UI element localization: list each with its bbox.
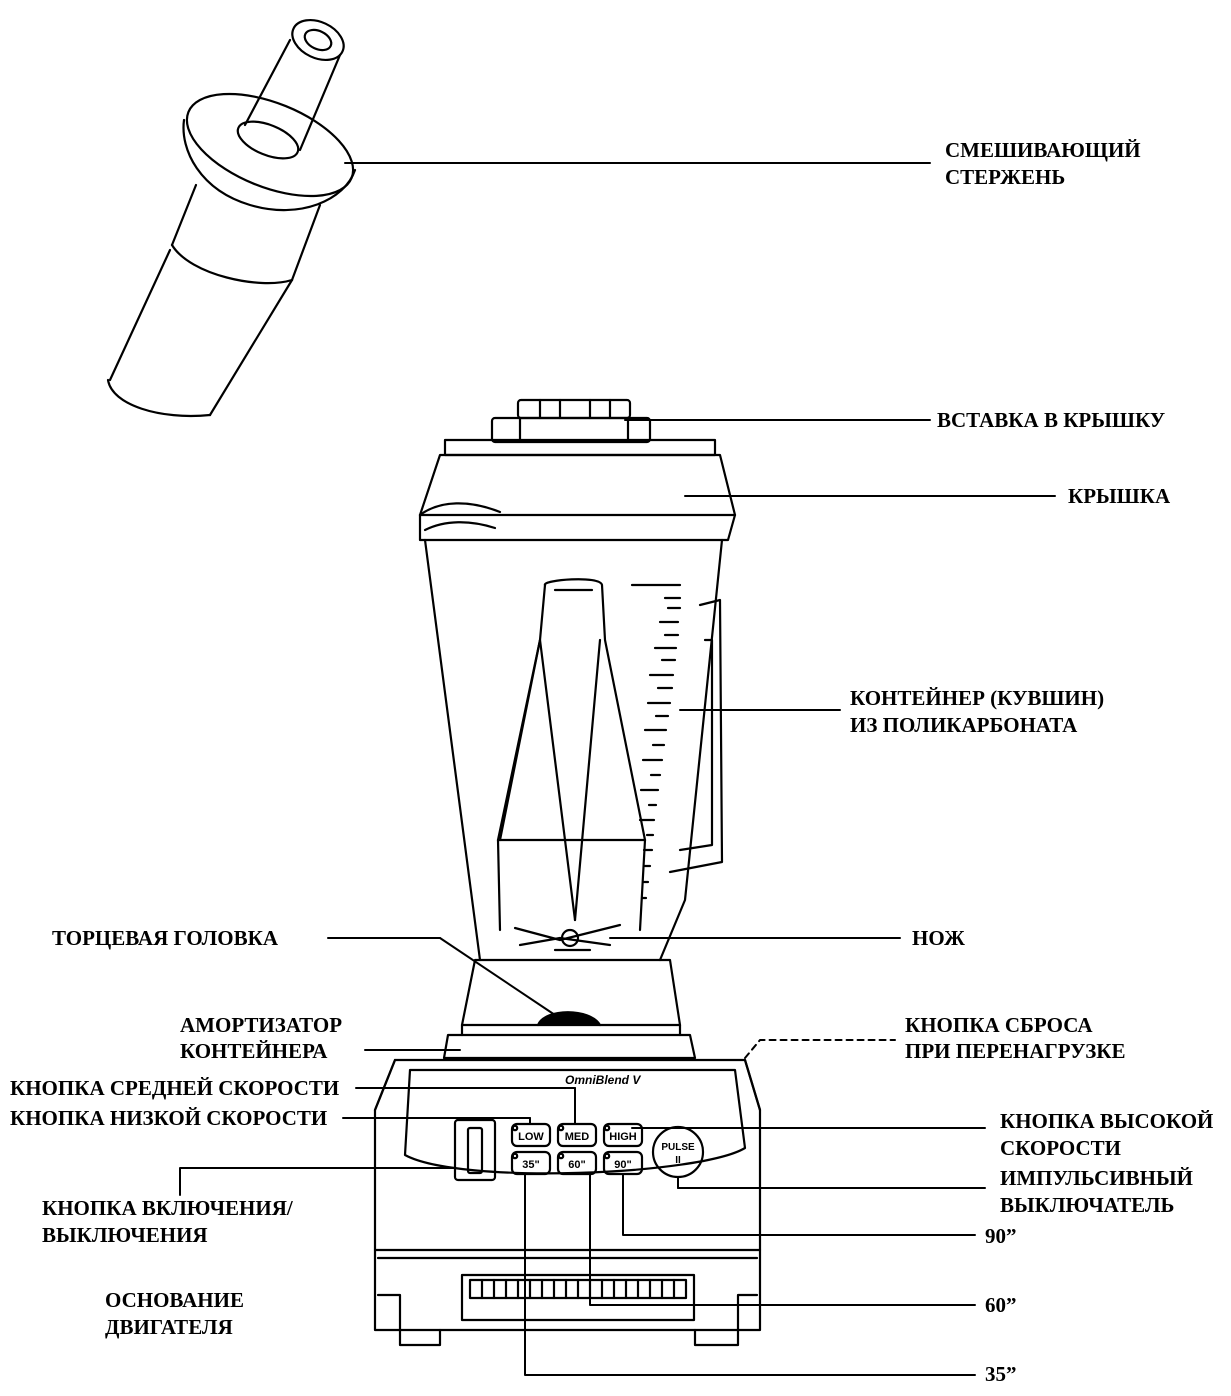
- pulse-button-label: PULSE: [661, 1142, 695, 1153]
- low-button-label: LOW: [518, 1131, 544, 1143]
- label-motor-base-1: ОСНОВАНИЕ: [105, 1288, 244, 1312]
- mixing-rod-illustration: [106, 18, 357, 417]
- container-illustration: [423, 538, 724, 962]
- label-power-switch-2: ВЫКЛЮЧЕНИЯ: [42, 1223, 208, 1247]
- label-mixing-rod-2: СТЕРЖЕНЬ: [945, 165, 1065, 189]
- label-high-speed-1: КНОПКА ВЫСОКОЙ: [1000, 1109, 1213, 1133]
- label-high-speed-2: СКОРОСТИ: [1000, 1136, 1121, 1160]
- label-end-head: ТОРЦЕВАЯ ГОЛОВКА: [52, 926, 279, 950]
- label-timer-35: 35”: [985, 1362, 1017, 1386]
- brand-label: OmniBlend V: [565, 1073, 641, 1087]
- label-lid: КРЫШКА: [1068, 484, 1171, 508]
- blade-illustration: [513, 923, 622, 952]
- t35-button-label: 35": [522, 1159, 539, 1171]
- label-timer-60: 60”: [985, 1293, 1017, 1317]
- label-blade: НОЖ: [912, 926, 965, 950]
- label-mixing-rod-1: СМЕШИВАЮЩИЙ: [945, 138, 1141, 162]
- control-panel-text: OmniBlend V LOW MED HIGH 35" 60" 90" PUL…: [518, 1073, 695, 1171]
- high-button-label: HIGH: [609, 1131, 637, 1143]
- container-base-illustration: [442, 958, 697, 1060]
- label-motor-base-2: ДВИГАТЕЛЯ: [105, 1315, 233, 1339]
- label-overload-reset-2: ПРИ ПЕРЕНАГРУЗКЕ: [905, 1039, 1126, 1063]
- label-container-damper-1: АМОРТИЗАТОР: [180, 1013, 342, 1037]
- label-container-damper-2: КОНТЕЙНЕРА: [180, 1039, 328, 1063]
- label-power-switch-1: КНОПКА ВКЛЮЧЕНИЯ/: [42, 1196, 294, 1220]
- leader-lines: [179, 162, 1056, 1376]
- t90-button-label: 90": [614, 1159, 631, 1171]
- label-pulse-switch-2: ВЫКЛЮЧАТЕЛЬ: [1000, 1193, 1174, 1217]
- label-low-speed: КНОПКА НИЗКОЙ СКОРОСТИ: [10, 1106, 327, 1130]
- label-container-1: КОНТЕЙНЕР (КУВШИН): [850, 686, 1104, 710]
- motor-base-illustration: [373, 1058, 762, 1347]
- label-overload-reset-1: КНОПКА СБРОСА: [905, 1013, 1093, 1037]
- label-container-2: ИЗ ПОЛИКАРБОНАТА: [850, 713, 1078, 737]
- lid-illustration: [418, 438, 737, 542]
- label-pulse-switch-1: ИМПУЛЬСИВНЫЙ: [1000, 1166, 1193, 1190]
- lid-insert-illustration: [490, 398, 652, 444]
- label-lid-insert: ВСТАВКА В КРЫШКУ: [937, 408, 1165, 432]
- med-button-label: MED: [565, 1131, 590, 1143]
- label-medium-speed: КНОПКА СРЕДНЕЙ СКОРОСТИ: [10, 1076, 339, 1100]
- t60-button-label: 60": [568, 1159, 585, 1171]
- callout-labels: СМЕШИВАЮЩИЙ СТЕРЖЕНЬ ВСТАВКА В КРЫШКУ КР…: [10, 138, 1213, 1386]
- label-timer-90: 90”: [985, 1224, 1017, 1248]
- pulse-button-mark: II: [675, 1155, 681, 1166]
